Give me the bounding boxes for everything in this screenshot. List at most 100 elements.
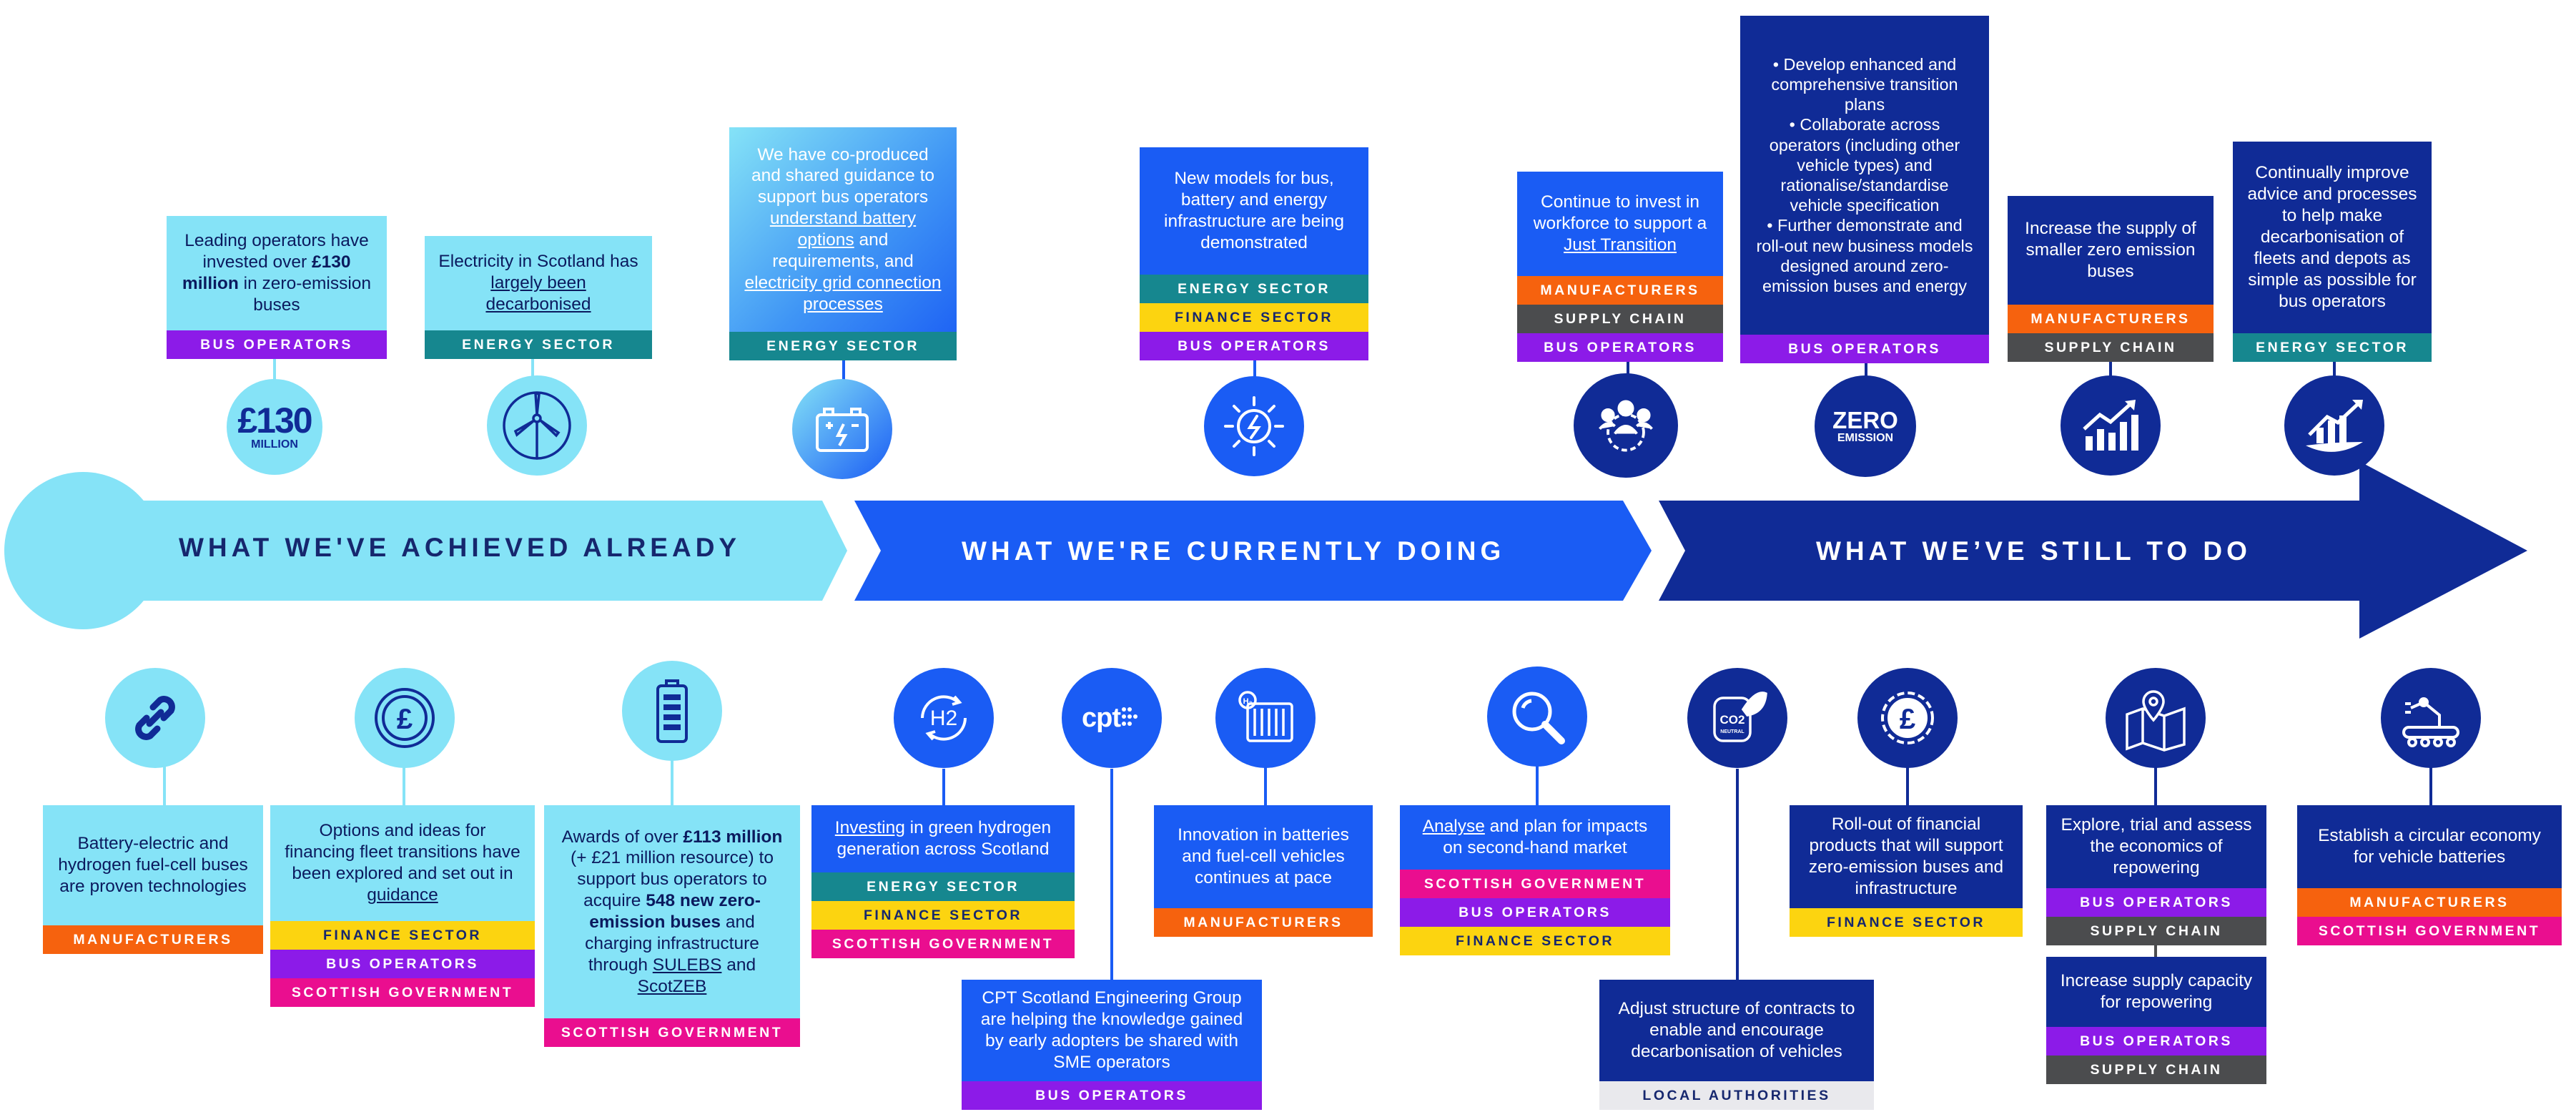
stem: [2429, 765, 2432, 808]
card-second-hand-market: Analyse and plan for impacts on second-h…: [1400, 805, 1670, 955]
card-adjust-contracts: Adjust structure of contracts to enable …: [1599, 980, 1874, 1110]
card-text: CPT Scotland Engineering Group are helpi…: [980, 988, 1243, 1072]
card-text: Continue to invest in workforce to suppo…: [1533, 192, 1707, 255]
card-text: Electricity in Scotland has largely been…: [438, 252, 638, 314]
stem: [842, 358, 845, 390]
battery-charge-icon: [792, 379, 892, 479]
wind-turbine-icon: [487, 375, 587, 476]
card-text: Battery-electric and hydrogen fuel-cell …: [58, 834, 248, 896]
todo-label: WHAT WE’VE STILL TO DO: [1816, 536, 2251, 566]
stem: [942, 769, 945, 808]
card-proven-technologies: Battery-electric and hydrogen fuel-cell …: [43, 805, 263, 954]
stem: [2154, 765, 2157, 808]
tag-bus-operators: BUS OPERATORS: [2046, 888, 2266, 917]
tag-scottish-government: SCOTTISH GOVERNMENT: [811, 930, 1075, 958]
map-pin-icon: [2106, 668, 2206, 768]
hydrogen-cycle-icon: H2: [894, 668, 994, 768]
card-electricity-decarbonised: Electricity in Scotland has largely been…: [425, 236, 652, 359]
card-repowering-economics: Explore, trial and assess the economics …: [2046, 805, 2266, 945]
tag-finance-sector: FINANCE SECTOR: [1140, 303, 1368, 332]
card-text: New models for bus, battery and energy i…: [1164, 169, 1344, 252]
card-new-models: New models for bus, battery and energy i…: [1140, 147, 1368, 360]
card-text: Increase supply capacity for repowering: [2060, 971, 2253, 1012]
zero-emission-icon: ZERO EMISSION: [1815, 375, 1916, 477]
stem: [2333, 358, 2336, 379]
svg-text:£: £: [1900, 704, 1915, 735]
card-repowering-capacity: Increase supply capacity for repowering …: [2046, 957, 2266, 1084]
stem: [2154, 937, 2157, 976]
h2-text: H2: [930, 707, 957, 730]
stem: [163, 762, 166, 808]
card-innovation-batteries: Innovation in batteries and fuel-cell ve…: [1154, 805, 1373, 937]
tag-supply-chain: SUPPLY CHAIN: [2046, 917, 2266, 945]
stem: [403, 762, 405, 808]
tag-bus-operators: BUS OPERATORS: [962, 1081, 1262, 1110]
tag-bus-operators: BUS OPERATORS: [167, 330, 387, 359]
card-text: Roll-out of financial products that will…: [1808, 815, 2004, 898]
tag-scottish-government: SCOTTISH GOVERNMENT: [270, 978, 535, 1007]
tag-bus-operators: BUS OPERATORS: [1140, 332, 1368, 360]
tag-scottish-government: SCOTTISH GOVERNMENT: [1400, 870, 1670, 898]
tag-bus-operators: BUS OPERATORS: [1517, 333, 1723, 362]
card-text: Awards of over £113 million (+ £21 milli…: [561, 827, 783, 996]
card-text: Investing in green hydrogen generation a…: [834, 818, 1052, 859]
card-text: We have co-produced and shared guidance …: [744, 144, 942, 314]
tag-supply-chain: SUPPLY CHAIN: [2008, 333, 2214, 362]
tag-manufacturers: MANUFACTURERS: [1154, 908, 1373, 937]
stem: [1627, 358, 1629, 379]
card-financing-options: Options and ideas for financing fleet tr…: [270, 805, 535, 1007]
card-text: Adjust structure of contracts to enable …: [1618, 999, 1855, 1061]
stem: [1536, 762, 1539, 808]
emission-word: EMISSION: [1837, 431, 1894, 444]
growth-chart-icon: [2061, 375, 2161, 476]
tag-bus-operators: BUS OPERATORS: [2046, 1027, 2266, 1056]
achieved-segment: [83, 501, 847, 601]
plant-growth-icon: [2284, 375, 2384, 476]
money-value: £130: [237, 400, 312, 441]
card-text: Explore, trial and assess the economics …: [2061, 815, 2252, 877]
card-cpt-engineering-group: CPT Scotland Engineering Group are helpi…: [962, 980, 1262, 1110]
card-transition-plans: • Develop enhanced and comprehensive tra…: [1740, 16, 1989, 363]
tag-manufacturers: MANUFACTURERS: [2297, 888, 2562, 917]
stem: [1110, 769, 1113, 983]
stem: [531, 336, 534, 386]
workforce-gear-icon: [1574, 373, 1678, 478]
card-improve-advice: Continually improve advice and processes…: [2233, 142, 2432, 362]
tag-finance-sector: FINANCE SECTOR: [270, 921, 535, 950]
cpt-text: cpt: [1082, 702, 1121, 733]
money-unit: MILLION: [251, 438, 298, 451]
card-text: Increase the supply of smaller zero emis…: [2025, 219, 2196, 281]
tag-manufacturers: MANUFACTURERS: [2008, 305, 2214, 333]
magnifier-icon: [1487, 666, 1587, 767]
tag-energy-sector: ENERGY SECTOR: [1140, 275, 1368, 303]
stem: [273, 347, 276, 390]
card-text: Analyse and plan for impacts on second-h…: [1422, 817, 1648, 857]
tag-energy-sector: ENERGY SECTOR: [2233, 333, 2432, 362]
card-circular-economy: Establish a circular economy for vehicle…: [2297, 805, 2562, 945]
tag-finance-sector: FINANCE SECTOR: [811, 901, 1075, 930]
pound-badge-icon: £130 MILLION: [227, 379, 322, 475]
tag-manufacturers: MANUFACTURERS: [43, 925, 263, 954]
todo-segment: [1659, 461, 2527, 639]
hydrogen-fuel-cell-icon: H₂: [1215, 668, 1316, 768]
tag-bus-operators: BUS OPERATORS: [270, 950, 535, 978]
tag-energy-sector: ENERGY SECTOR: [729, 332, 957, 360]
pound-coin-icon: £: [355, 668, 455, 768]
card-text: Establish a circular economy for vehicle…: [2318, 826, 2541, 867]
pound-gear-icon: £: [1857, 668, 1958, 768]
cpt-logo-icon: cpt: [1062, 668, 1162, 768]
card-text: Continually improve advice and processes…: [2247, 163, 2417, 311]
stem: [1736, 769, 1739, 983]
card-awards-113m: Awards of over £113 million (+ £21 milli…: [544, 805, 800, 1047]
stem: [1253, 358, 1256, 390]
tag-scottish-government: SCOTTISH GOVERNMENT: [544, 1018, 800, 1047]
tag-finance-sector: FINANCE SECTOR: [1790, 908, 2023, 937]
solar-energy-icon: [1204, 376, 1304, 476]
card-workforce-just-transition: Continue to invest in workforce to suppo…: [1517, 172, 1723, 362]
doing-label: WHAT WE'RE CURRENTLY DOING: [962, 536, 1506, 566]
robot-arm-icon: [2381, 668, 2481, 768]
tag-local-authorities: LOCAL AUTHORITIES: [1599, 1081, 1874, 1110]
card-text: • Develop enhanced and comprehensive tra…: [1756, 54, 1973, 295]
